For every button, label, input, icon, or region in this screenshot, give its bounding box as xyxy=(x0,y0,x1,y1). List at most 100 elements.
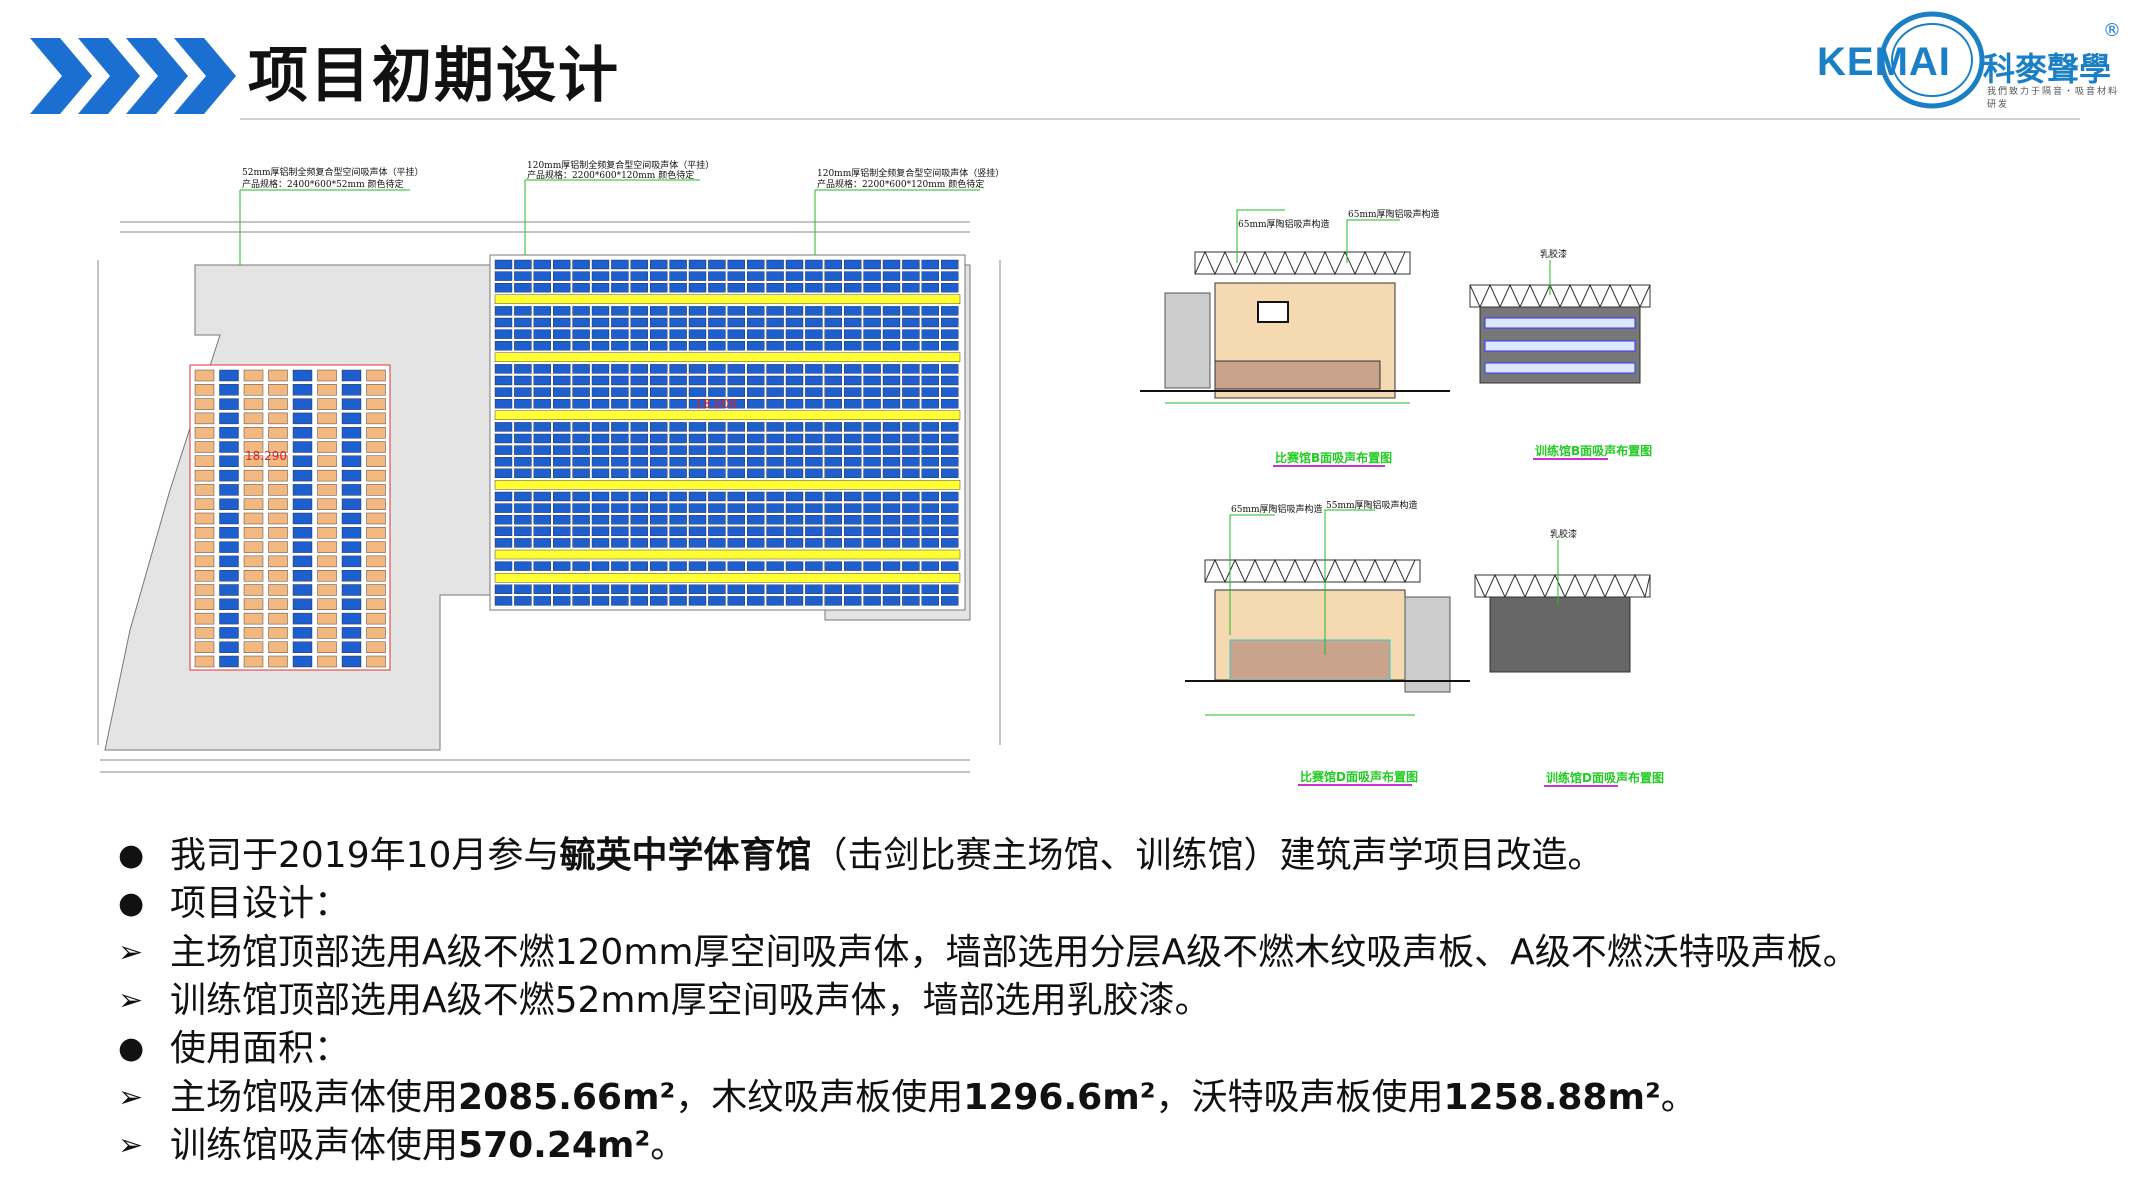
ceiling-panel xyxy=(611,445,629,455)
ceiling-panel xyxy=(708,375,726,386)
ceiling-panel xyxy=(514,584,532,594)
ceiling-panel xyxy=(494,573,961,583)
ceiling-panel xyxy=(669,387,687,397)
ceiling-panel xyxy=(366,527,386,539)
ceiling-panel xyxy=(219,441,239,453)
ceiling-panel xyxy=(514,306,532,316)
ceiling-panel xyxy=(572,364,590,374)
ceiling-panel xyxy=(366,455,386,467)
ceiling-panel xyxy=(650,468,668,478)
ceiling-panel xyxy=(268,427,288,439)
ceiling-panel xyxy=(941,364,959,374)
ceiling-panel xyxy=(317,570,337,582)
ceiling-panel xyxy=(219,612,239,625)
ceiling-panel xyxy=(921,317,939,328)
ceiling-panel xyxy=(921,445,939,455)
ceiling-panel xyxy=(219,570,239,582)
ceiling-panel xyxy=(669,515,687,525)
ceiling-panel xyxy=(824,561,842,571)
ceiling-panel xyxy=(650,526,668,536)
ceiling-panel xyxy=(533,596,551,606)
ceiling-panel xyxy=(194,627,215,639)
ceiling-panel xyxy=(727,468,745,478)
ceiling-panel xyxy=(844,375,862,386)
d-main-note-1: 65mm厚陶铝吸声构造 xyxy=(1231,503,1323,515)
b-main-note-1: 65mm厚陶铝吸声构造 xyxy=(1238,218,1330,230)
ceiling-panel xyxy=(805,364,823,374)
ceiling-panel xyxy=(727,515,745,525)
ceiling-panel xyxy=(805,433,823,444)
ceiling-panel xyxy=(514,503,532,513)
ceiling-panel xyxy=(591,259,610,270)
ceiling-panel xyxy=(514,515,532,525)
ceiling-panel xyxy=(669,271,687,281)
ceiling-panel xyxy=(844,317,862,328)
ceiling-panel xyxy=(824,457,842,467)
ceiling-panel xyxy=(882,340,901,351)
ceiling-panel xyxy=(194,541,215,553)
ceiling-panel xyxy=(921,433,939,444)
school-name: 毓英中学体育馆 xyxy=(559,835,812,877)
ceiling-panel xyxy=(341,541,362,553)
ceiling-panel xyxy=(514,468,532,478)
ceiling-panel xyxy=(824,387,842,397)
ceiling-panel xyxy=(650,561,668,571)
ceiling-panel xyxy=(514,259,532,270)
ceiling-panel xyxy=(317,612,337,625)
d-main-caption: 比赛馆D面吸声布置图 xyxy=(1300,769,1418,784)
ceiling-panel xyxy=(863,596,881,606)
ceiling-panel xyxy=(553,596,571,606)
ceiling-panel xyxy=(219,627,239,639)
ceiling-panel xyxy=(785,317,804,328)
ceiling-panel xyxy=(341,612,362,625)
intro-text-end: （击剑比赛主场馆、训练馆）建筑声学项目改造。 xyxy=(811,835,1604,877)
ceiling-panel xyxy=(317,527,337,539)
ceiling-panel xyxy=(341,455,362,467)
ceiling-panel xyxy=(611,422,629,432)
ceiling-panel xyxy=(747,538,765,548)
ceiling-panel xyxy=(553,538,571,548)
arrow-bullet-icon: ➢ xyxy=(118,934,144,970)
ceiling-panel xyxy=(630,364,648,374)
ceiling-panel xyxy=(921,271,939,281)
ceiling-panel xyxy=(243,570,264,582)
ceiling-panel xyxy=(863,375,881,386)
ceiling-panel xyxy=(553,491,571,502)
ceiling-panel xyxy=(882,271,901,281)
ceiling-panel xyxy=(902,561,920,571)
ceiling-panel xyxy=(194,527,215,539)
ceiling-panel xyxy=(553,364,571,374)
intro-text: 我司于2019年10月参与 xyxy=(170,835,560,877)
ceiling-panel xyxy=(317,627,337,639)
ceiling-panel xyxy=(902,282,920,293)
ceiling-panel xyxy=(688,398,707,409)
ceiling-panel xyxy=(921,596,939,606)
ceiling-panel xyxy=(341,584,362,596)
ceiling-panel xyxy=(533,503,551,513)
ceiling-panel xyxy=(747,422,765,432)
ceiling-panel xyxy=(572,503,590,513)
ceiling-panel xyxy=(650,445,668,455)
ceiling-panel xyxy=(882,584,901,594)
ceiling-panel xyxy=(243,484,264,496)
ceiling-panel xyxy=(650,329,668,339)
ceiling-panel xyxy=(708,364,726,374)
ceiling-panel xyxy=(766,445,784,455)
ceiling-panel xyxy=(863,491,881,502)
ceiling-panel xyxy=(341,498,362,510)
ceiling-panel xyxy=(341,412,362,425)
logo-brand-cn: 科麥聲學 xyxy=(1983,50,2112,88)
ceiling-panel xyxy=(824,515,842,525)
ceiling-panel xyxy=(591,538,610,548)
ceiling-panel xyxy=(863,503,881,513)
ceiling-panel xyxy=(824,340,842,351)
ceiling-panel xyxy=(824,491,842,502)
ceiling-panel xyxy=(243,412,264,425)
ceiling-panel xyxy=(941,398,959,409)
ceiling-panel xyxy=(669,433,687,444)
ceiling-panel xyxy=(611,538,629,548)
ceiling-panel xyxy=(708,561,726,571)
ceiling-panel xyxy=(902,259,920,270)
ceiling-panel xyxy=(630,375,648,386)
ceiling-panel xyxy=(514,364,532,374)
